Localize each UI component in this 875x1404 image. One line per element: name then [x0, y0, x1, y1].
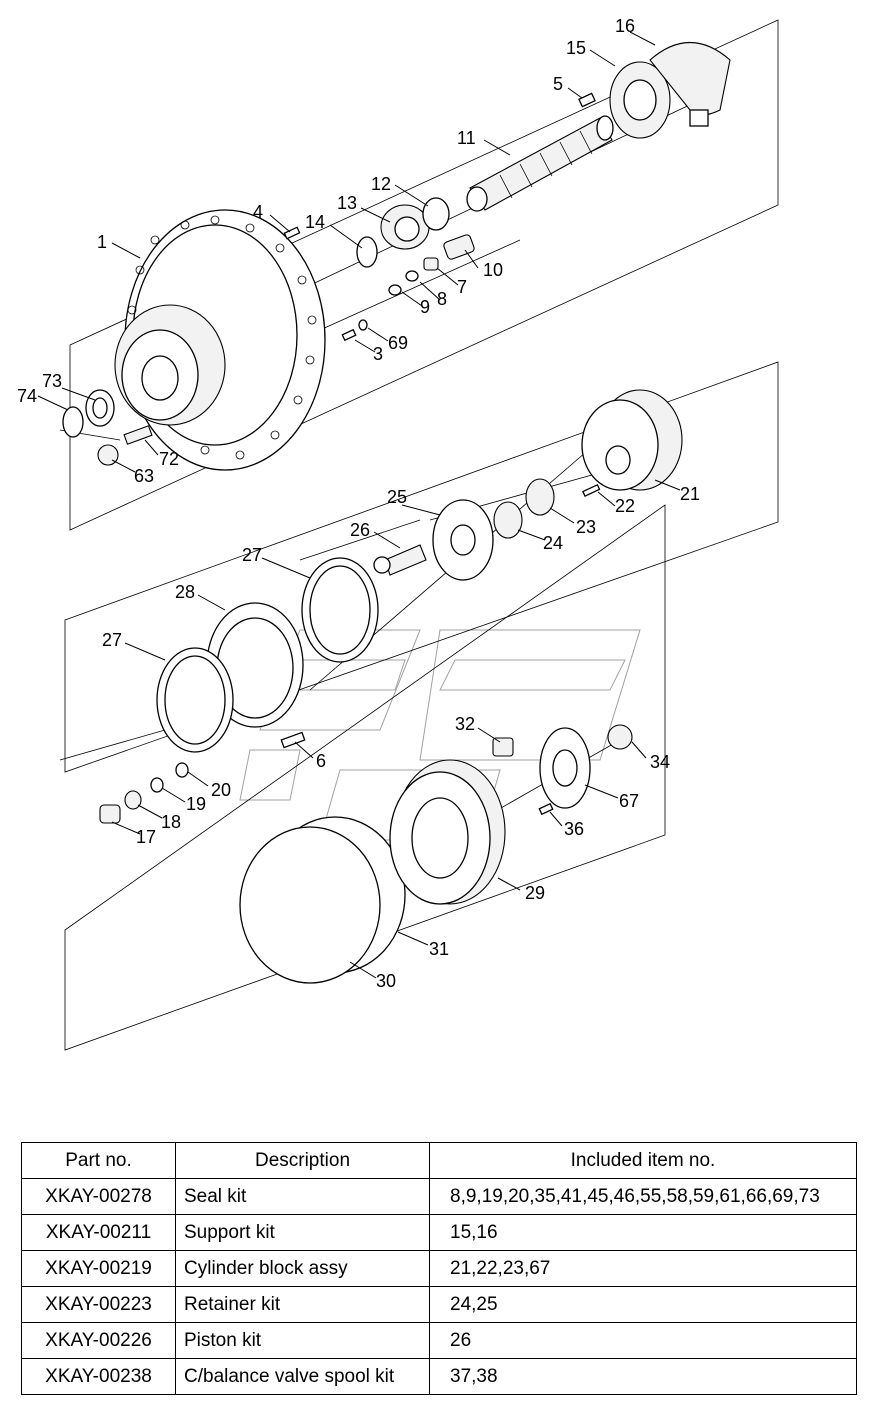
callout-32: 32: [455, 714, 475, 734]
cell-part-no: XKAY-00238: [21, 1358, 176, 1395]
cell-description: Retainer kit: [175, 1286, 430, 1323]
callout-29: 29: [525, 883, 545, 903]
callout-36: 36: [564, 819, 584, 839]
table-row: XKAY-00226 Piston kit 26: [21, 1322, 857, 1359]
cell-description: Cylinder block assy: [175, 1250, 430, 1287]
callout-7: 7: [457, 277, 467, 297]
callout-63: 63: [134, 466, 154, 486]
drive-shaft: [466, 115, 614, 212]
cell-part-no: XKAY-00211: [21, 1214, 176, 1251]
callout-17: 17: [136, 827, 156, 847]
callout-3: 3: [373, 344, 383, 364]
callout-26: 26: [350, 520, 370, 540]
callout-10: 10: [483, 260, 503, 280]
callout-19: 19: [186, 794, 206, 814]
callout-11: 11: [457, 128, 476, 148]
callout-18: 18: [161, 812, 181, 832]
cell-description: Support kit: [175, 1214, 430, 1251]
callout-1: 1: [97, 232, 107, 252]
callout-73: 73: [42, 371, 62, 391]
cell-description: Seal kit: [175, 1178, 430, 1215]
callout-31: 31: [429, 939, 449, 959]
callout-28: 28: [175, 582, 195, 602]
header-included-items: Included item no.: [429, 1142, 857, 1179]
plugs-and-o-rings: [99, 731, 306, 824]
cell-included-items: 8,9,19,20,35,41,45,46,55,58,59,61,66,69,…: [429, 1178, 857, 1215]
small-pins-and-rings: [283, 226, 475, 342]
callout-15: 15: [566, 38, 586, 58]
exploded-parts-diagram: 1 3 4 5 6 7 8 9 10 11 12 13 14 15 16 17 …: [17, 16, 779, 1051]
cell-part-no: XKAY-00219: [21, 1250, 176, 1287]
callout-25: 25: [387, 487, 407, 507]
callout-72: 72: [159, 449, 179, 469]
callout-24: 24: [543, 533, 563, 553]
hub-housing: [114, 209, 326, 471]
callout-6: 6: [316, 751, 326, 771]
cell-part-no: XKAY-00278: [21, 1178, 176, 1215]
cell-included-items: 15,16: [429, 1214, 857, 1251]
callout-5: 5: [553, 74, 563, 94]
cylinder-block-group: [373, 389, 683, 581]
callout-23: 23: [576, 517, 596, 537]
cell-included-items: 26: [429, 1322, 857, 1359]
cell-description: C/balance valve spool kit: [175, 1358, 430, 1395]
header-part-no: Part no.: [21, 1142, 176, 1179]
callout-34: 34: [650, 752, 670, 772]
callout-8: 8: [437, 289, 447, 309]
leader-lines: [37, 31, 681, 979]
cell-included-items: 21,22,23,67: [429, 1250, 857, 1287]
callout-67: 67: [619, 791, 639, 811]
bearing-and-rings: [356, 197, 450, 268]
callout-4: 4: [253, 202, 263, 222]
cell-included-items: 24,25: [429, 1286, 857, 1323]
callout-74: 74: [17, 386, 37, 406]
callout-22: 22: [615, 496, 635, 516]
callout-30: 30: [376, 971, 396, 991]
callout-9: 9: [420, 297, 430, 317]
table-header-row: Part no. Description Included item no.: [21, 1142, 857, 1179]
table-row: XKAY-00238 C/balance valve spool kit 37,…: [21, 1358, 857, 1395]
parts-kit-table: Part no. Description Included item no. X…: [21, 1142, 857, 1395]
callout-27-left: 27: [102, 630, 122, 650]
header-description: Description: [175, 1142, 430, 1179]
callout-69: 69: [388, 333, 408, 353]
support-and-cover: [578, 41, 731, 139]
cell-part-no: XKAY-00223: [21, 1286, 176, 1323]
callout-20: 20: [211, 780, 231, 800]
cell-included-items: 37,38: [429, 1358, 857, 1395]
callout-21: 21: [680, 484, 700, 504]
callout-16: 16: [615, 16, 635, 36]
callout-13: 13: [337, 193, 357, 213]
table-row: XKAY-00278 Seal kit 8,9,19,20,35,41,45,4…: [21, 1178, 857, 1215]
table-row: XKAY-00211 Support kit 15,16: [21, 1214, 857, 1251]
callout-labels: 1 3 4 5 6 7 8 9 10 11 12 13 14 15 16 17 …: [17, 16, 700, 991]
callout-27-top: 27: [242, 545, 262, 565]
cell-part-no: XKAY-00226: [21, 1322, 176, 1359]
callout-14: 14: [305, 212, 325, 232]
table-row: XKAY-00223 Retainer kit 24,25: [21, 1286, 857, 1323]
table-row: XKAY-00219 Cylinder block assy 21,22,23,…: [21, 1250, 857, 1287]
brake-piston-group: [239, 724, 633, 984]
cell-description: Piston kit: [175, 1322, 430, 1359]
friction-discs: [156, 557, 379, 753]
callout-12: 12: [371, 174, 391, 194]
section-frames: [64, 19, 779, 1051]
